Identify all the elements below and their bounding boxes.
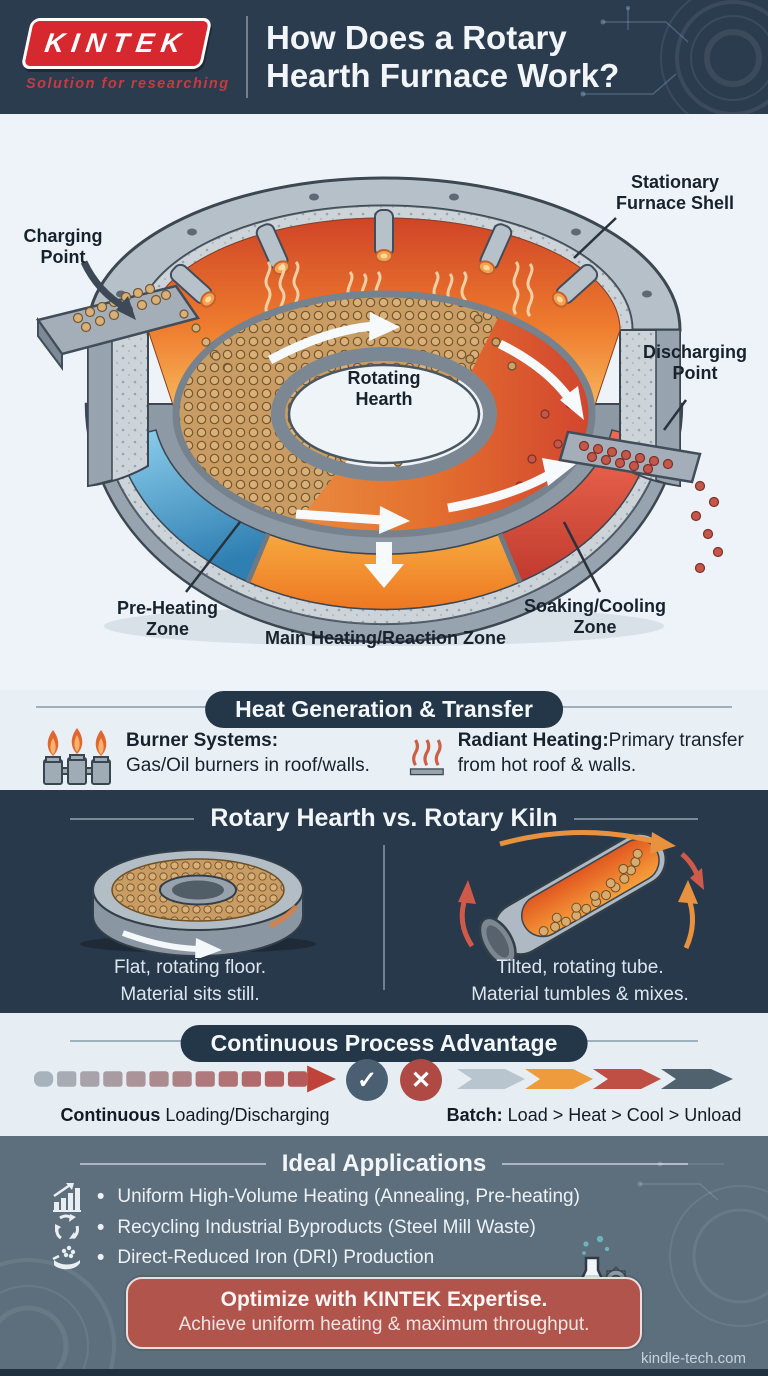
label-main-zone: Main Heating/Reaction Zone (264, 628, 507, 648)
application-item: • Uniform High-Volume Heating (Annealing… (50, 1182, 580, 1212)
label-discharging-point: Discharging Point (642, 342, 748, 383)
application-text: Direct-Reduced Iron (DRI) Production (117, 1247, 435, 1268)
check-icon: ✓ (346, 1059, 388, 1101)
furnace-diagram: Charging Point Stationary Furnace Shell … (0, 114, 768, 690)
charging-chute (35, 260, 233, 373)
application-text: Uniform High-Volume Heating (Annealing, … (117, 1186, 580, 1207)
label-preheating-zone: Pre-Heating Zone (116, 598, 219, 639)
heat-section-title: Heat Generation & Transfer (205, 691, 563, 728)
page-title: How Does a Rotary Hearth Furnace Work? (266, 19, 619, 96)
radiant-heat-icon (409, 739, 444, 776)
comparison-section: Rotary Hearth vs. Rotary Kiln (0, 790, 768, 1013)
applications-title: Ideal Applications (281, 1150, 487, 1177)
label-charging-point: Charging Point (23, 226, 103, 267)
label-stationary-shell: Stationary Furnace Shell (615, 172, 735, 213)
comparison-title-row: Rotary Hearth vs. Rotary Kiln (70, 804, 699, 833)
applications-title-row: Ideal Applications (80, 1150, 689, 1178)
title-line-right (502, 1163, 689, 1165)
rotary-hearth-illustration (80, 849, 316, 958)
hand-material-icon (50, 1243, 84, 1273)
heat-section: Heat Generation & Transfer (0, 690, 768, 790)
application-text: Recycling Industrial Byproducts (Steel M… (117, 1217, 536, 1238)
page-title-line1: How Does a Rotary (266, 19, 567, 56)
title-line-right (573, 817, 699, 820)
continuous-label: Continuous Loading/Discharging (60, 1105, 330, 1125)
bottom-bar (0, 1369, 768, 1376)
batch-label: Batch: Load > Heat > Cool > Unload (446, 1105, 742, 1125)
bullet: • (97, 1246, 105, 1269)
continuous-arrow (34, 1065, 336, 1093)
radiant-heating-text: Radiant Heating:Primary transfer from ho… (457, 730, 744, 777)
rotary-kiln-illustration (458, 829, 704, 961)
batch-arrows (457, 1069, 733, 1089)
cta-line2: Achieve uniform heating & maximum throug… (178, 1314, 590, 1335)
kintek-logo: KINTEK Solution for researching (20, 18, 241, 92)
burner-systems-text: Burner Systems:Gas/Oil burners in roof/w… (126, 730, 370, 777)
logo-plate: KINTEK (20, 18, 212, 69)
comparison-divider (383, 845, 385, 990)
kiln-caption: Tilted, rotating tube. Material tumbles … (471, 957, 689, 1005)
brand-tagline: Solution for researching (26, 76, 230, 92)
radiant-heating-item: Radiant Heating:Primary transfer from ho… (408, 728, 753, 786)
cta-banner[interactable]: Optimize with KINTEK Expertise. Achieve … (126, 1277, 642, 1349)
burner-systems-item: Burner Systems:Gas/Oil burners in roof/w… (40, 728, 380, 786)
comparison-title: Rotary Hearth vs. Rotary Kiln (210, 804, 558, 832)
rotation-arrows (267, 312, 584, 588)
hearth-caption: Flat, rotating floor. Material sits stil… (113, 957, 267, 1005)
cross-icon: ✕ (400, 1059, 442, 1101)
discharging-chute (558, 430, 724, 574)
title-line-left (80, 1163, 266, 1165)
application-item: • Recycling Industrial Byproducts (Steel… (50, 1213, 536, 1243)
label-soaking-zone: Soaking/Cooling Zone (524, 596, 666, 637)
website-watermark: kindle-tech.com (640, 1350, 746, 1367)
bullet: • (97, 1185, 105, 1208)
header-divider (246, 16, 248, 98)
bullet: • (97, 1216, 105, 1239)
cta-line1: Optimize with KINTEK Expertise. (220, 1288, 548, 1311)
process-section: Continuous Process Advantage ✓ (0, 1013, 768, 1136)
burner-flames-icon (43, 728, 111, 785)
header: KINTEK Solution for researching How Does… (0, 0, 768, 114)
label-rotating-hearth: Rotating Hearth (347, 368, 421, 409)
brand-name: KINTEK (42, 28, 190, 58)
recycle-icon (50, 1213, 84, 1243)
pointer-lines (185, 217, 688, 593)
furnace-illustration (35, 176, 724, 646)
application-item: • Direct-Reduced Iron (DRI) Production (50, 1243, 434, 1273)
circuit-decoration (580, 0, 768, 114)
bar-chart-icon (50, 1182, 84, 1212)
page-title-line2: Hearth Furnace Work? (266, 57, 620, 95)
applications-section: Ideal Applications • Uniform High-Volume… (0, 1136, 768, 1369)
title-line-left (70, 817, 195, 820)
burner-icons (169, 209, 599, 308)
process-section-title: Continuous Process Advantage (180, 1025, 588, 1062)
